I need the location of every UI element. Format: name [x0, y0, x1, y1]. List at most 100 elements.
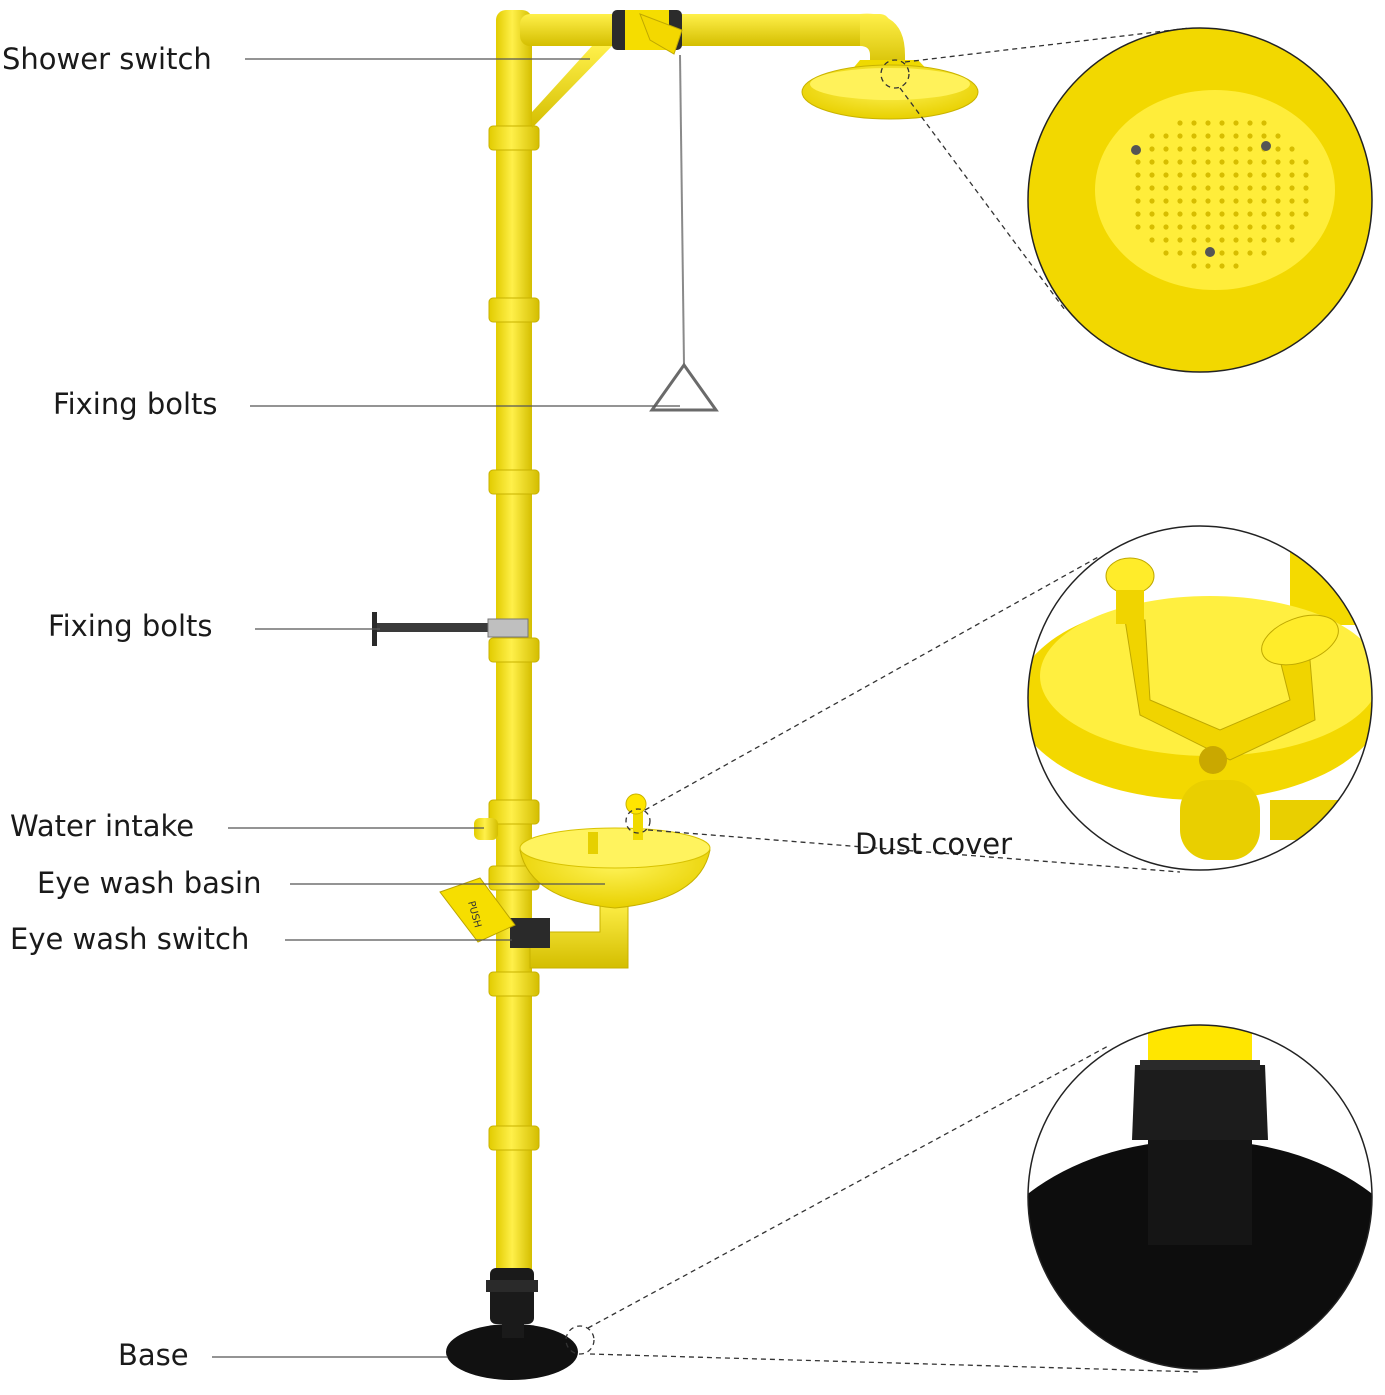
shower-hole — [1261, 159, 1267, 165]
shower-hole — [1261, 198, 1267, 204]
shower-hole — [1247, 120, 1253, 126]
shower-hole — [1191, 159, 1197, 165]
shower-hole — [1219, 224, 1225, 230]
shower-hole — [1247, 133, 1253, 139]
shower-hole — [1149, 211, 1155, 217]
shower-hole — [1247, 237, 1253, 243]
shower-hole — [1275, 159, 1281, 165]
shower-hole — [1247, 250, 1253, 256]
shower-hole — [1177, 185, 1183, 191]
shower-hole — [1261, 185, 1267, 191]
shower-hole — [1177, 224, 1183, 230]
shower-hole — [1233, 120, 1239, 126]
shower-hole — [1135, 172, 1141, 178]
shower-hole — [1149, 224, 1155, 230]
shower-hole — [1275, 198, 1281, 204]
shower-hole — [1219, 133, 1225, 139]
shower-hole — [1177, 159, 1183, 165]
callout-lines — [565, 27, 1201, 1373]
shower-hole — [1163, 224, 1169, 230]
shower-hole — [1205, 263, 1211, 269]
shower-hole — [1205, 185, 1211, 191]
shower-hole — [1219, 250, 1225, 256]
shower-hole — [1191, 185, 1197, 191]
shower-hole — [1149, 185, 1155, 191]
shower-hole — [1289, 159, 1295, 165]
shower-hole — [1163, 250, 1169, 256]
shower-hole — [1135, 224, 1141, 230]
shower-hole — [1205, 224, 1211, 230]
detail-base — [1027, 1024, 1373, 1370]
shower-hole — [1219, 172, 1225, 178]
shower-hole — [1149, 159, 1155, 165]
shower-hole — [1149, 146, 1155, 152]
shower-hole — [1289, 198, 1295, 204]
label-dust-cover: Dust cover — [855, 827, 1013, 861]
shower-hole — [1219, 263, 1225, 269]
shower-hole — [1247, 185, 1253, 191]
eye-wash-basin-icon: PUSH — [439, 793, 711, 969]
shower-hole — [1219, 198, 1225, 204]
shower-hole — [1261, 250, 1267, 256]
label-fixing-bolts-lower: Fixing bolts — [48, 609, 213, 643]
shower-hole — [1163, 146, 1169, 152]
shower-hole — [1177, 250, 1183, 256]
shower-head-icon — [801, 60, 979, 120]
shower-hole — [1163, 185, 1169, 191]
shower-hole — [1191, 224, 1197, 230]
shower-hole — [1205, 198, 1211, 204]
vertical-pipe — [474, 10, 540, 1280]
shower-hole — [1177, 120, 1183, 126]
shower-hole — [1219, 120, 1225, 126]
shower-hole — [1247, 198, 1253, 204]
shower-hole — [1247, 224, 1253, 230]
shower-hole — [1177, 133, 1183, 139]
shower-hole — [1177, 146, 1183, 152]
shower-hole — [1233, 133, 1239, 139]
shower-hole — [1219, 237, 1225, 243]
shower-hole — [1135, 185, 1141, 191]
shower-hole — [1205, 120, 1211, 126]
shower-hole — [1233, 250, 1239, 256]
shower-hole — [1261, 237, 1267, 243]
shower-hole — [1289, 172, 1295, 178]
shower-hole — [1163, 172, 1169, 178]
shower-hole — [1275, 237, 1281, 243]
shower-hole — [1303, 172, 1309, 178]
shower-hole — [1149, 198, 1155, 204]
shower-hole — [1163, 211, 1169, 217]
shower-hole — [1191, 198, 1197, 204]
base-plate-icon — [446, 1268, 578, 1380]
shower-hole — [1289, 211, 1295, 217]
shower-hole — [1191, 211, 1197, 217]
shower-hole — [1233, 224, 1239, 230]
shower-hole — [1163, 159, 1169, 165]
shower-hole — [1261, 211, 1267, 217]
shower-hole — [1275, 133, 1281, 139]
shower-hole — [1219, 211, 1225, 217]
shower-hole — [1275, 185, 1281, 191]
shower-hole — [1191, 133, 1197, 139]
shower-hole — [1261, 224, 1267, 230]
shower-hole — [1233, 211, 1239, 217]
shower-hole — [1247, 146, 1253, 152]
shower-hole — [1205, 133, 1211, 139]
detail-eye-wash-basin — [1027, 525, 1373, 871]
shower-hole — [1191, 263, 1197, 269]
shower-arm — [520, 10, 905, 128]
shower-hole — [1233, 263, 1239, 269]
shower-hole — [1289, 185, 1295, 191]
shower-hole — [1149, 172, 1155, 178]
shower-hole — [1163, 237, 1169, 243]
shower-hole — [1275, 172, 1281, 178]
shower-hole — [1191, 146, 1197, 152]
shower-hole — [1303, 159, 1309, 165]
shower-hole — [1205, 146, 1211, 152]
label-base: Base — [118, 1338, 189, 1372]
shower-hole — [1247, 172, 1253, 178]
shower-hole — [1275, 224, 1281, 230]
shower-hole — [1219, 185, 1225, 191]
shower-hole — [1135, 211, 1141, 217]
shower-hole — [1205, 237, 1211, 243]
